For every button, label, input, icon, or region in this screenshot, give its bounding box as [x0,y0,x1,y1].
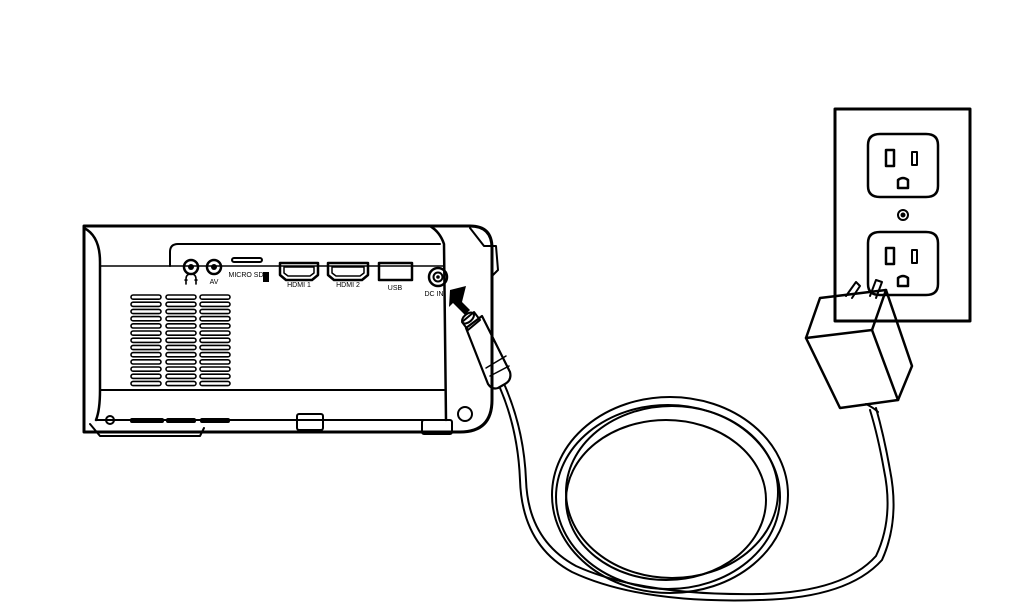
headphone-icon [184,273,198,285]
dc-power-plug [461,311,512,390]
vent-slot [130,330,162,336]
vent-grille [130,294,231,387]
vent-slot [199,308,231,315]
vent-slot [165,351,197,358]
micro-sd-slot: MICRO SD [229,257,269,282]
wall-outlet [833,107,972,323]
vent-slot [199,301,231,308]
vent-slot [165,294,197,300]
power-cable [499,385,895,602]
vent-slot [199,294,231,300]
micro-sd-label: MICRO SD [229,272,264,279]
vent-slot [199,366,231,372]
hdmi1-label: HDMI 1 [287,282,311,289]
vent-slot [165,301,197,308]
vent-slot [199,373,231,380]
vent-slot [199,358,231,365]
vent-slot [165,315,197,322]
headphone-port [182,258,200,285]
vent-slot [130,366,162,372]
vent-slot [130,315,162,322]
av-label: AV [210,279,219,286]
usb-port: USB [377,261,414,292]
vent-slot [165,366,197,372]
vent-slot [165,322,197,329]
hdmi1-port: HDMI 1 [278,261,320,289]
vent-slot [165,358,197,365]
vent-slot [199,337,231,344]
vent-slot [130,337,162,344]
vent-slot [130,322,162,329]
hdmi2-port: HDMI 2 [326,261,370,289]
vent-slot [199,315,231,322]
projector [82,224,499,437]
vent-slot [130,351,162,358]
vent-slot [130,358,162,365]
vent-slot [165,380,197,387]
vent-slot [165,330,197,336]
vent-slot [165,373,197,380]
vent-slot [130,344,162,351]
dc-in-label: DC IN [424,291,443,298]
dc-in-port: DC IN [424,266,449,298]
outlet-socket-top [866,132,940,199]
vent-slot [130,294,162,300]
insert-arrow-icon [449,286,470,315]
usb-label: USB [388,285,403,292]
vent-slot [199,330,231,336]
vent-slot [199,380,231,387]
vent-slot [199,344,231,351]
vent-slot [165,308,197,315]
power-adapter [804,279,914,413]
port-panel: AV MICRO SD HDMI 1 HDMI 2 USB [182,257,449,298]
hdmi2-label: HDMI 2 [336,282,360,289]
outlet-socket-bottom [866,230,940,297]
vent-slot [130,380,162,387]
vent-slot [165,337,197,344]
vent-slot [199,351,231,358]
av-port: AV [205,258,223,286]
vent-slot [130,301,162,308]
vent-slot [165,344,197,351]
vent-slot [130,308,162,315]
vent-slot [130,373,162,380]
vent-slot [199,322,231,329]
outlet-screw [897,209,909,221]
